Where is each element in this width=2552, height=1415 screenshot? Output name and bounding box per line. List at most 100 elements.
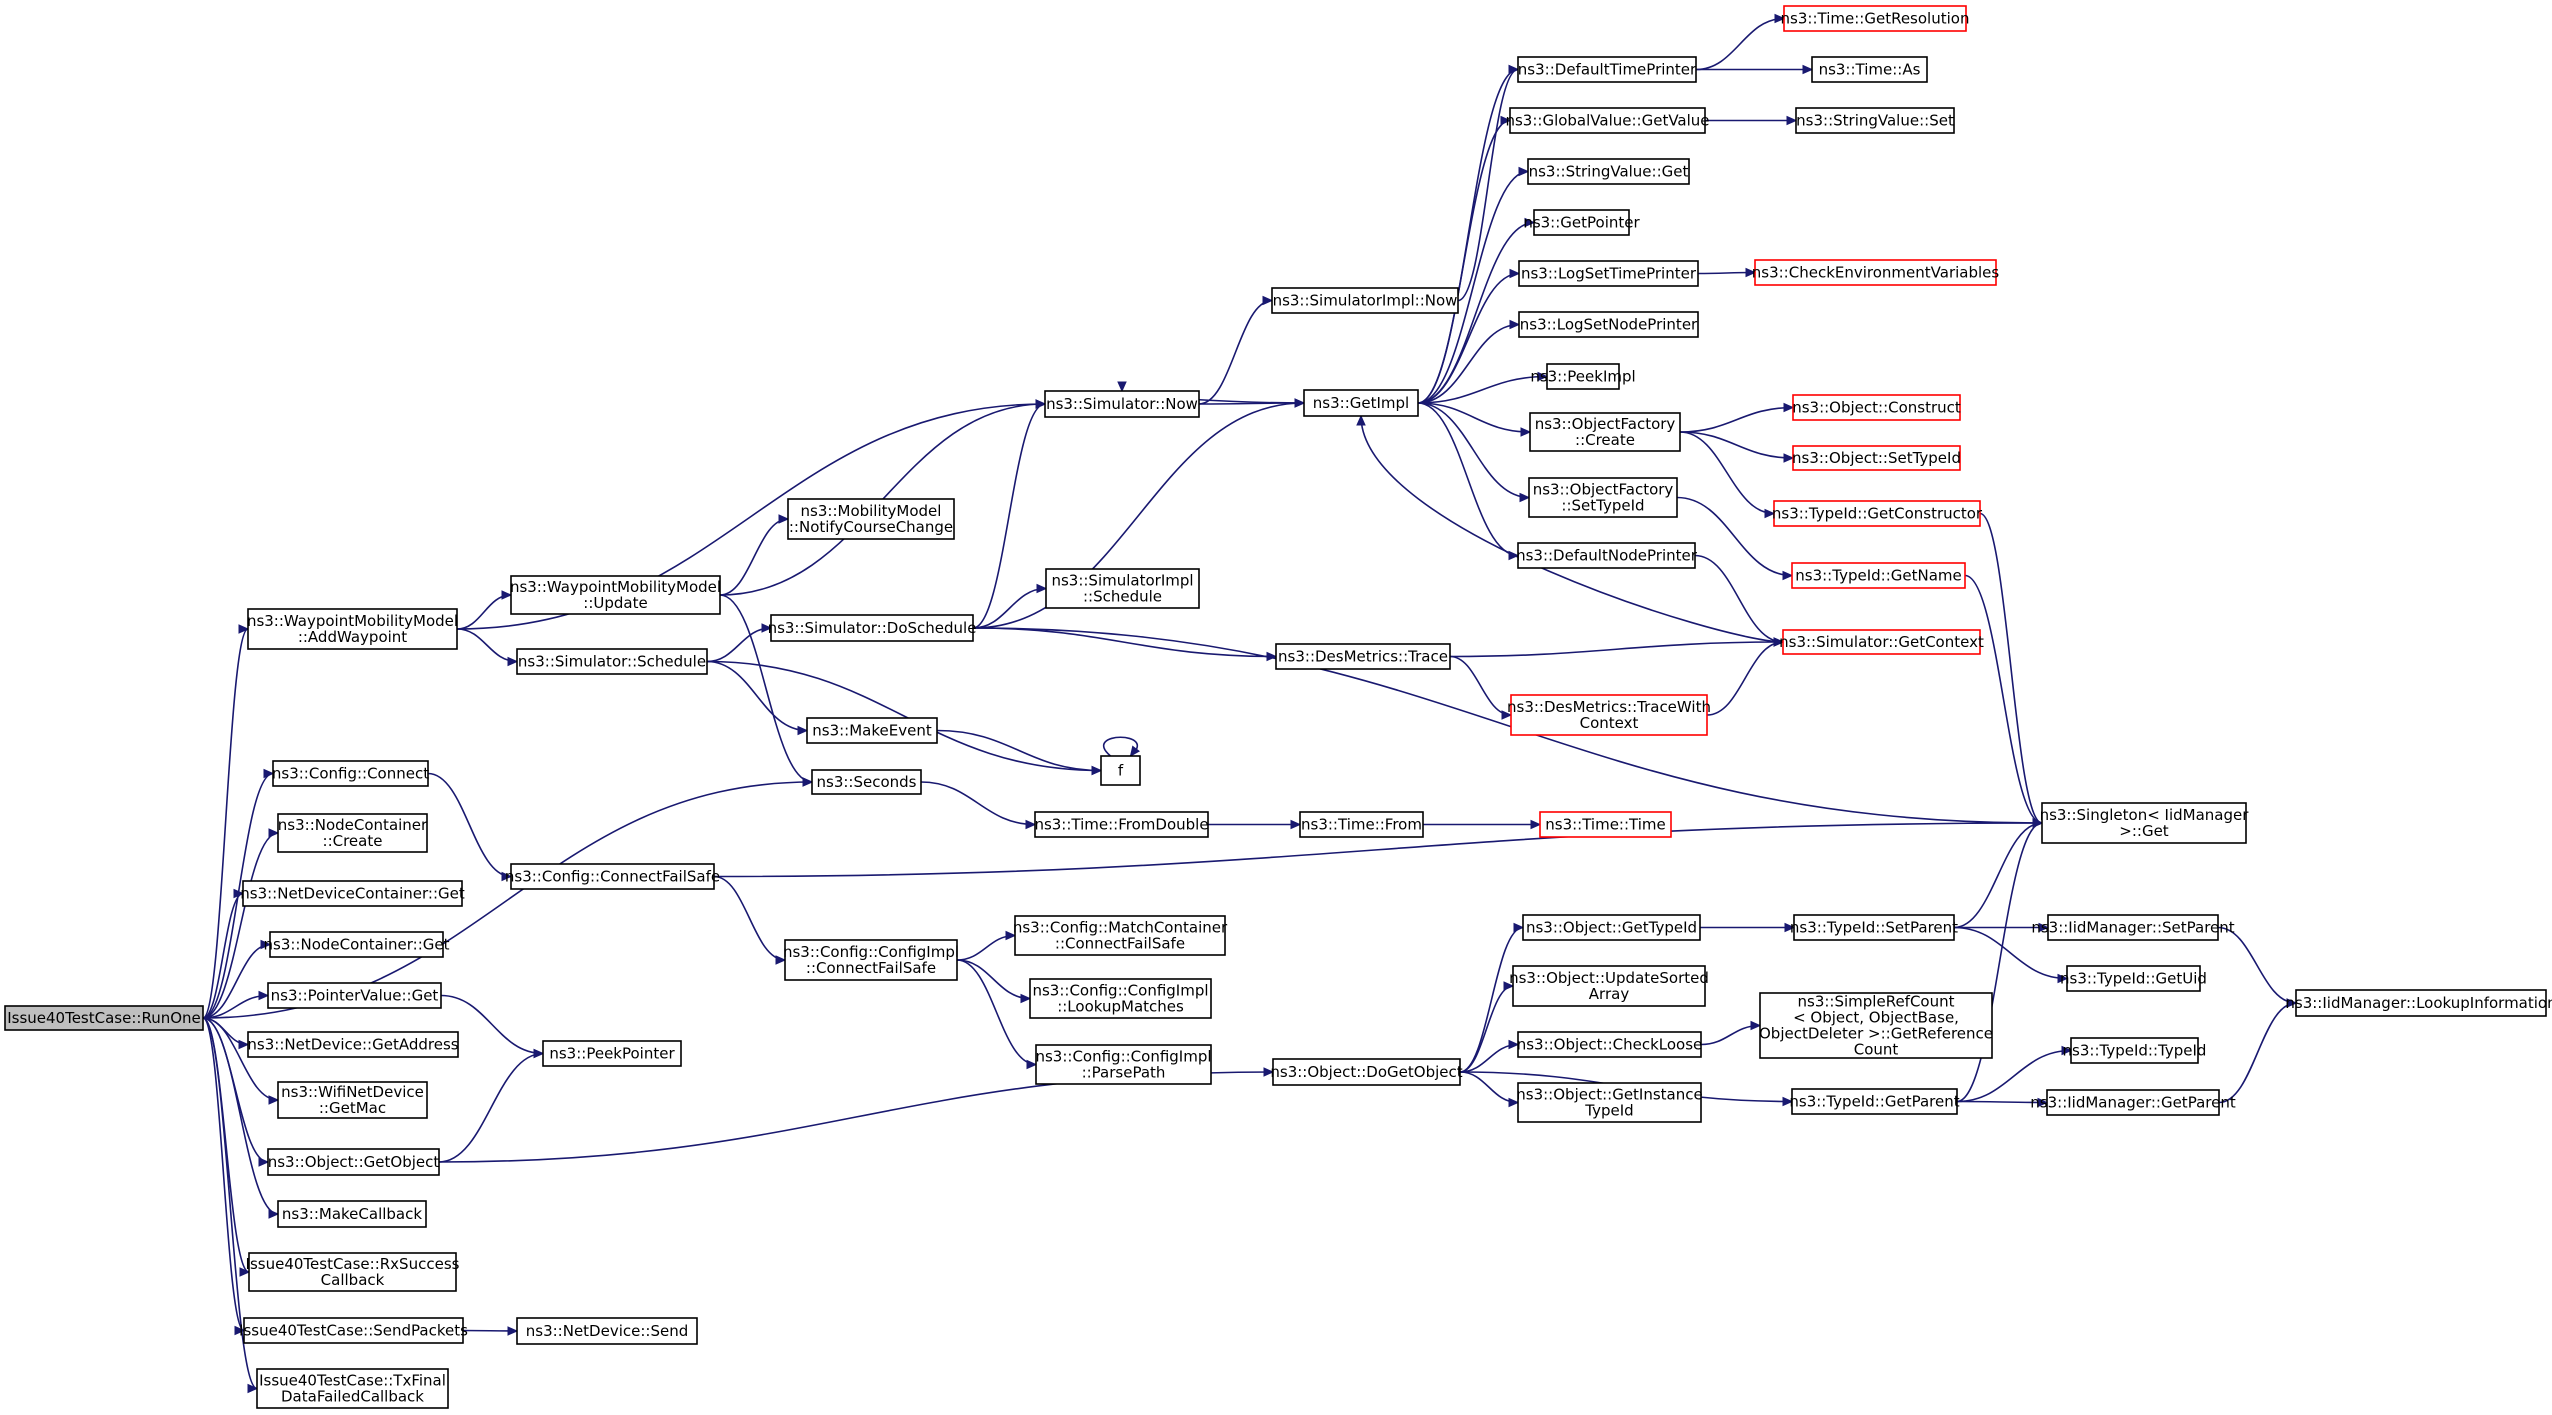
- node-peekimpl[interactable]: ns3::PeekImpl: [1530, 363, 1636, 390]
- node-timefromdbl[interactable]: ns3::Time::FromDouble: [1034, 811, 1209, 838]
- arrowhead: [263, 768, 275, 779]
- node-timetime[interactable]: ns3::Time::Time: [1539, 811, 1672, 838]
- node-ofsettid[interactable]: ns3::ObjectFactory::SetTypeId: [1528, 477, 1678, 518]
- node-addwp[interactable]: ns3::WaypointMobilityModel::AddWaypoint: [247, 608, 458, 650]
- node-box: [1100, 755, 1141, 786]
- node-txfinal[interactable]: Issue40TestCase::TxFinalDataFailedCallba…: [256, 1368, 449, 1409]
- node-objcheckloose[interactable]: ns3::Object::CheckLoose: [1517, 1031, 1703, 1058]
- node-checkenv[interactable]: ns3::CheckEnvironmentVariables: [1752, 259, 2000, 286]
- node-simimplsched[interactable]: ns3::SimulatorImpl::Schedule: [1045, 568, 1200, 609]
- node-simschedule[interactable]: ns3::Simulator::Schedule: [516, 648, 708, 675]
- node-ndsend[interactable]: ns3::NetDevice::Send: [516, 1317, 698, 1345]
- arrowhead: [1035, 399, 1047, 409]
- node-defnodeprinter[interactable]: ns3::DefaultNodePrinter: [1516, 542, 1698, 569]
- node-cfglookup[interactable]: ns3::Config::ConfigImpl::LookupMatches: [1029, 978, 1212, 1019]
- node-label: ns3::StringValue::Set: [1796, 112, 1954, 130]
- node-logsetnode[interactable]: ns3::LogSetNodePrinter: [1518, 311, 1699, 338]
- node-box: [787, 498, 955, 540]
- node-label: ::SetTypeId: [1561, 497, 1644, 515]
- arrowhead: [1005, 930, 1017, 941]
- arrowhead: [260, 939, 272, 950]
- node-cfgconnect[interactable]: ns3::Config::Connect: [272, 760, 429, 787]
- node-ndcget[interactable]: ns3::NetDeviceContainer::Get: [240, 880, 465, 907]
- node-box: [1509, 107, 1706, 134]
- node-cfgconnfs[interactable]: ns3::Config::ConnectFailSafe: [505, 863, 720, 890]
- node-nccreate[interactable]: ns3::NodeContainer::Create: [277, 813, 428, 853]
- node-srcgetref[interactable]: ns3::SimpleRefCount< Object, ObjectBase,…: [1759, 992, 1993, 1059]
- edge-line: [1953, 822, 2043, 929]
- node-ofcreate[interactable]: ns3::ObjectFactory::Create: [1529, 412, 1681, 452]
- node-simimplnow[interactable]: ns3::SimulatorImpl::Now: [1271, 287, 1459, 314]
- node-peekptr[interactable]: ns3::PeekPointer: [542, 1040, 682, 1067]
- edge-getimpl-to-svget: [1417, 166, 1530, 404]
- edge-tidgetname-to-singleton: [1964, 574, 2044, 828]
- edge-line: [440, 994, 544, 1055]
- arrowhead: [775, 955, 787, 965]
- node-makecb[interactable]: ns3::MakeCallback: [277, 1200, 427, 1228]
- node-ndgetaddr[interactable]: ns3::NetDevice::GetAddress: [247, 1031, 459, 1058]
- node-tidsetparent[interactable]: ns3::TypeId::SetParent: [1790, 914, 1958, 941]
- node-iidlookup[interactable]: ns3::IidManager::LookupInformation: [2285, 989, 2552, 1017]
- node-seconds[interactable]: ns3::Seconds: [811, 769, 922, 795]
- edge-iidgetparent-to-iidlookup: [2218, 998, 2298, 1104]
- node-box: [1773, 500, 1981, 527]
- node-svget[interactable]: ns3::StringValue::Get: [1527, 158, 1690, 185]
- node-tidgetparent[interactable]: ns3::TypeId::GetParent: [1789, 1088, 1960, 1115]
- node-cfgparse[interactable]: ns3::Config::ConfigImpl::ParsePath: [1035, 1044, 1212, 1085]
- edge-line: [456, 403, 1046, 630]
- node-box: [1034, 811, 1209, 838]
- node-pvget[interactable]: ns3::PointerValue::Get: [267, 982, 442, 1009]
- arrowhead: [1509, 319, 1521, 330]
- node-timefrom[interactable]: ns3::Time::From: [1299, 811, 1424, 838]
- node-wpupdate[interactable]: ns3::WaypointMobilityModel::Update: [510, 575, 721, 615]
- node-getpointer[interactable]: ns3::GetPointer: [1523, 209, 1640, 236]
- node-singleton[interactable]: ns3::Singleton< IidManager >::Get: [2040, 802, 2250, 844]
- node-objgettid[interactable]: ns3::Object::GetTypeId: [1522, 914, 1701, 941]
- node-iidsetparent[interactable]: ns3::IidManager::SetParent: [2031, 914, 2235, 941]
- node-simgetctx[interactable]: ns3::Simulator::GetContext: [1779, 629, 1984, 655]
- node-desmtrace[interactable]: ns3::DesMetrics::Trace: [1275, 643, 1451, 670]
- node-tidtypeid[interactable]: ns3::TypeId::TypeId: [2063, 1037, 2207, 1064]
- node-ncget[interactable]: ns3::NodeContainer::Get: [264, 931, 450, 958]
- node-box: [1045, 568, 1200, 609]
- node-tidgetname[interactable]: ns3::TypeId::GetName: [1791, 562, 1966, 589]
- node-mmnotify[interactable]: ns3::MobilityModel::NotifyCourseChange: [787, 498, 955, 540]
- arrowhead: [1117, 381, 1127, 393]
- node-sendpackets[interactable]: Issue40TestCase::SendPackets: [239, 1317, 468, 1344]
- node-simnow[interactable]: ns3::Simulator::Now: [1044, 390, 1200, 418]
- node-svset[interactable]: ns3::StringValue::Set: [1795, 107, 1955, 134]
- node-getimpl[interactable]: ns3::GetImpl: [1303, 389, 1419, 417]
- node-cfgmatch[interactable]: ns3::Config::MatchContainer::ConnectFail…: [1013, 915, 1228, 956]
- node-tidgetctor[interactable]: ns3::TypeId::GetConstructor: [1772, 500, 1983, 527]
- node-objdoget[interactable]: ns3::Object::DoGetObject: [1270, 1058, 1463, 1086]
- node-box: [1299, 811, 1424, 838]
- node-timegetres[interactable]: ns3::Time::GetResolution: [1781, 5, 1970, 32]
- edge-line: [2217, 926, 2297, 1004]
- edge-wpupdate-to-simnow: [719, 399, 1047, 596]
- node-objconstruct[interactable]: ns3::Object::Construct: [1792, 394, 1961, 421]
- node-runone[interactable]: Issue40TestCase::RunOne: [4, 1005, 204, 1031]
- arrowhead: [1501, 710, 1513, 720]
- node-cfgimplcfs[interactable]: ns3::Config::ConfigImpl::ConnectFailSafe: [783, 939, 959, 981]
- node-makeevent[interactable]: ns3::MakeEvent: [806, 717, 938, 744]
- node-box: [1791, 562, 1966, 589]
- edge-deftimeprinter-to-timeas: [1696, 64, 1814, 75]
- node-tidgetuid[interactable]: ns3::TypeId::GetUid: [2060, 965, 2207, 992]
- node-timeas[interactable]: ns3::Time::As: [1811, 56, 1928, 83]
- node-gvgetvalue[interactable]: ns3::GlobalValue::GetValue: [1505, 107, 1710, 134]
- node-objgetobj[interactable]: ns3::Object::GetObject: [267, 1148, 440, 1176]
- node-simdosched[interactable]: ns3::Simulator::DoSchedule: [768, 614, 977, 642]
- node-label: < Object, ObjectBase,: [1793, 1009, 1959, 1027]
- node-iidgetparent[interactable]: ns3::IidManager::GetParent: [2030, 1089, 2236, 1116]
- edge-line: [456, 628, 518, 663]
- node-logsettime[interactable]: ns3::LogSetTimePrinter: [1518, 260, 1699, 287]
- node-deftimeprinter[interactable]: ns3::DefaultTimePrinter: [1517, 56, 1697, 83]
- node-wifigetmac[interactable]: ns3::WifiNetDevice::GetMac: [277, 1081, 428, 1119]
- node-objsettid[interactable]: ns3::Object::SetTypeId: [1792, 445, 1961, 471]
- node-f[interactable]: f: [1100, 755, 1141, 786]
